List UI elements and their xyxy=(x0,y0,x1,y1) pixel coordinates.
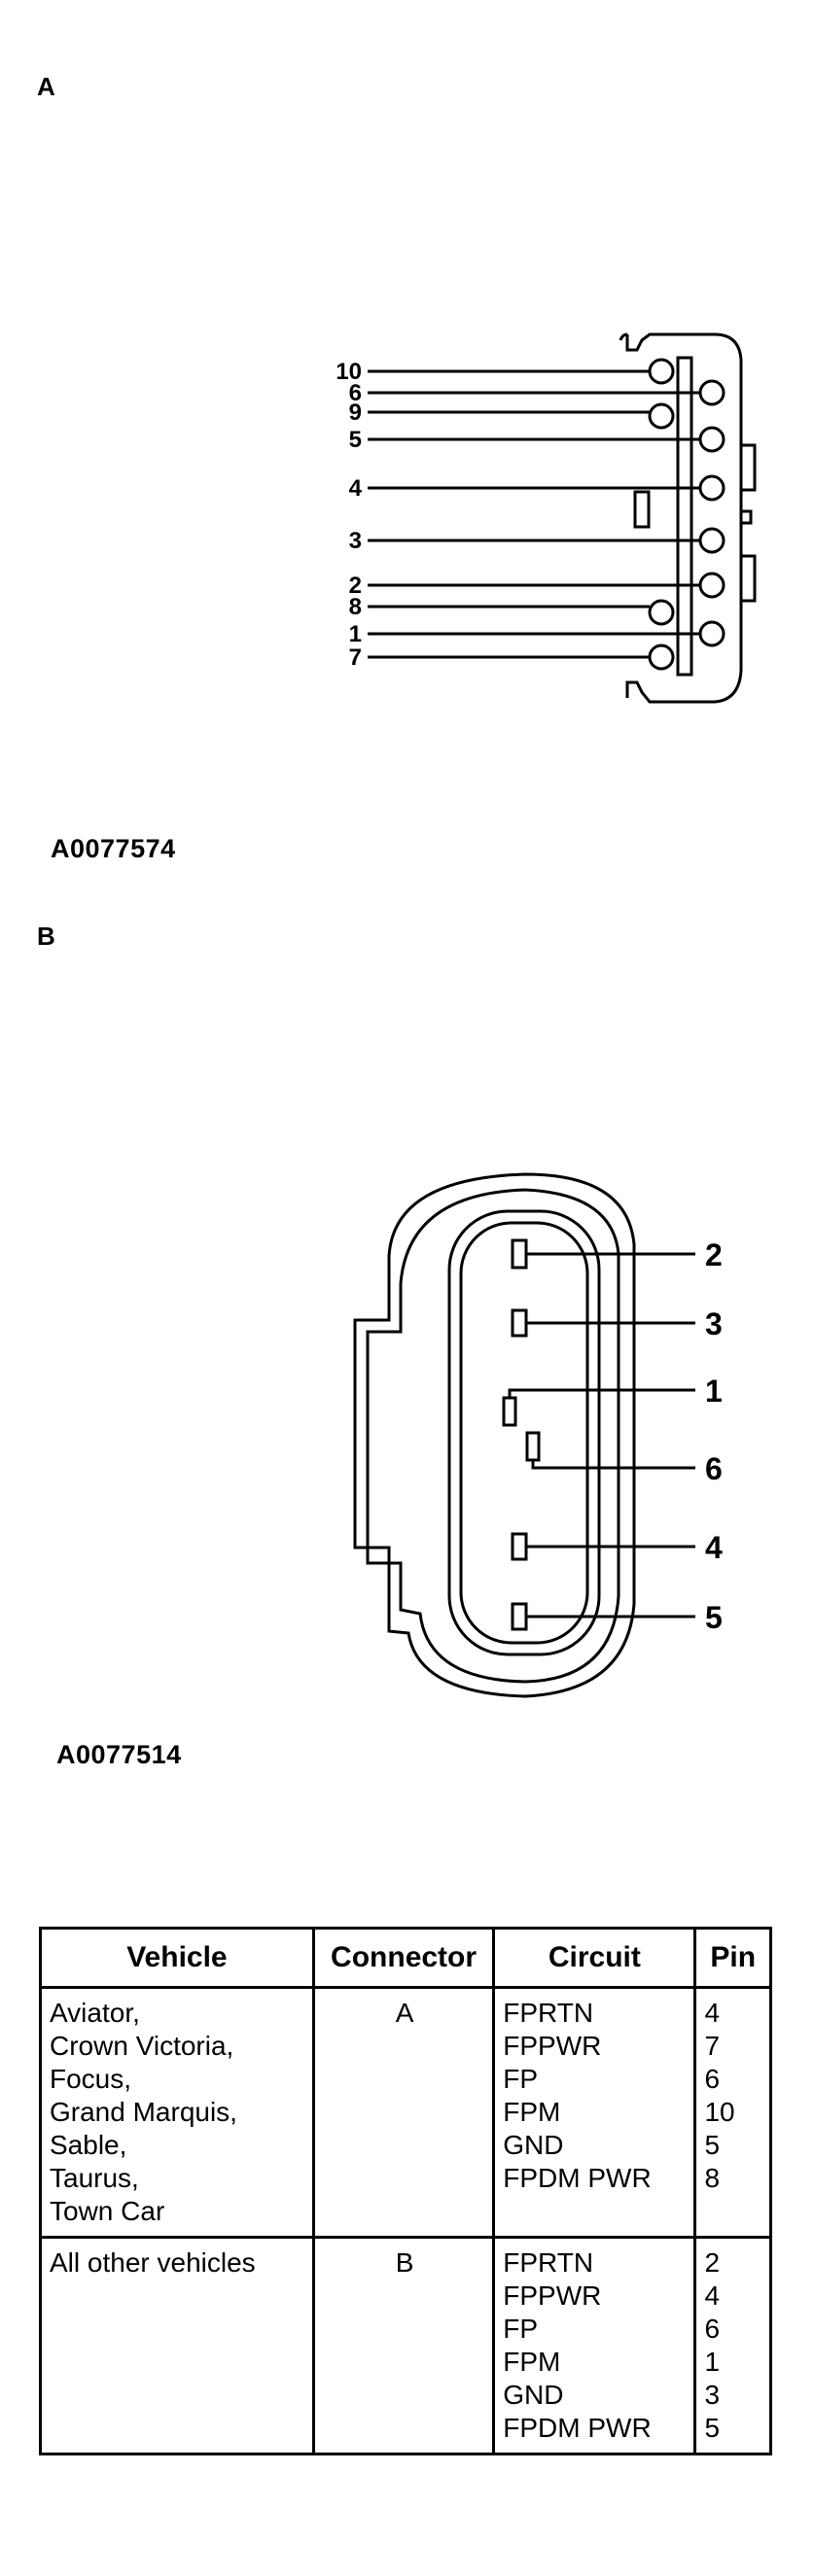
pin-b-5 xyxy=(511,1602,528,1631)
pin-a-2 xyxy=(698,572,726,599)
table-row: Aviator, Crown Victoria, Focus, Grand Ma… xyxy=(39,1986,772,2239)
table-row: All other vehicles B FPRTN FPPWR FP FPM … xyxy=(39,2236,772,2455)
table-header-row: Vehicle Connector Circuit Pin xyxy=(39,1927,772,1989)
pin-label-a: 10 xyxy=(336,359,362,385)
pin-a-9 xyxy=(648,402,675,430)
pin-a-6 xyxy=(698,379,726,406)
pin-label-a: 8 xyxy=(349,594,362,620)
pin-b-4 xyxy=(511,1532,528,1561)
pin-label-b: 6 xyxy=(705,1451,723,1486)
pin-label-a: 4 xyxy=(349,475,363,502)
section-a-label: A xyxy=(37,72,55,101)
connector-cell: B xyxy=(311,2236,496,2455)
pin-label-a: 3 xyxy=(349,528,362,554)
pin-label-a: 9 xyxy=(349,400,362,426)
pin-a-8 xyxy=(648,599,675,626)
pin-a-5 xyxy=(698,426,726,453)
pin-b-3 xyxy=(511,1308,528,1338)
pin-label-a: 5 xyxy=(349,427,362,453)
figure-id-a: A0077574 xyxy=(51,834,176,863)
pin-cell: 4 7 6 10 5 8 xyxy=(693,1986,772,2239)
pin-a-4 xyxy=(698,474,726,502)
pin-label-b: 3 xyxy=(705,1306,723,1341)
section-b-label: B xyxy=(37,922,55,951)
connector-cell: A xyxy=(311,1986,496,2239)
pin-a-1 xyxy=(698,620,726,647)
circuit-cell: FPRTN FPPWR FP FPM GND FPDM PWR xyxy=(492,1986,697,2239)
pin-label-a: 7 xyxy=(349,644,362,671)
pin-a-3 xyxy=(698,527,726,554)
connector-a-diagram: 10 6 9 5 4 3 2 8 1 7 xyxy=(336,332,757,704)
header-pin: Pin xyxy=(693,1927,772,1989)
pin-label-b: 1 xyxy=(705,1374,723,1409)
vehicle-cell: Aviator, Crown Victoria, Focus, Grand Ma… xyxy=(39,1986,315,2239)
header-circuit: Circuit xyxy=(492,1927,697,1989)
pin-label-a: 2 xyxy=(349,573,362,599)
pin-a-10 xyxy=(648,358,675,385)
circuit-cell: FPRTN FPPWR FP FPM GND FPDM PWR xyxy=(492,2236,697,2455)
pin-label-b: 4 xyxy=(705,1530,723,1565)
pin-b-1 xyxy=(502,1396,517,1427)
header-vehicle: Vehicle xyxy=(39,1927,315,1989)
pin-b-6 xyxy=(525,1431,541,1462)
pin-b-2 xyxy=(511,1238,528,1270)
figure-id-b: A0077514 xyxy=(56,1740,182,1769)
pin-label-b: 2 xyxy=(705,1237,723,1272)
connector-b-diagram: 2 3 1 6 4 5 xyxy=(353,1172,723,1698)
pin-cell: 2 4 6 1 3 5 xyxy=(693,2236,772,2455)
pin-label-a: 1 xyxy=(349,621,362,647)
vehicle-cell: All other vehicles xyxy=(39,2236,315,2455)
pin-a-7 xyxy=(648,644,675,671)
pin-circuit-table: Vehicle Connector Circuit Pin Aviator, C… xyxy=(39,1927,772,2455)
header-connector: Connector xyxy=(311,1927,496,1989)
pin-label-b: 5 xyxy=(705,1600,723,1635)
pin-label-a: 6 xyxy=(349,380,362,406)
